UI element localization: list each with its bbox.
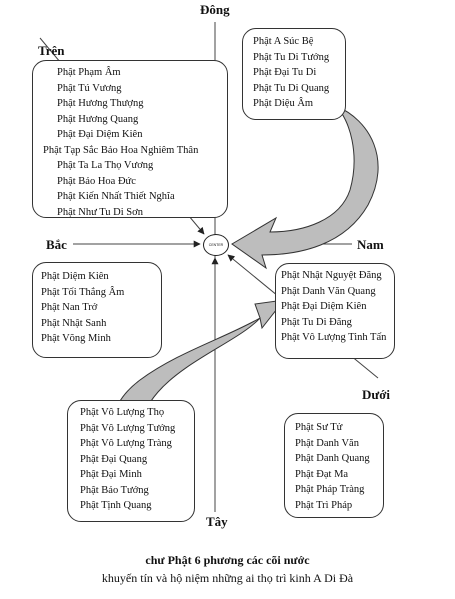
buddha-name-above: Phật Phạm Âm — [57, 67, 121, 78]
center-node: CENTER — [203, 234, 229, 256]
buddha-name-west: Phật Bảo Tướng — [80, 484, 149, 496]
center-label: CENTER — [208, 243, 224, 247]
buddha-name-above: Phật Như Tu Di Sơn — [57, 206, 143, 218]
direction-west: Tây — [206, 514, 228, 529]
buddha-name-west: Phật Vô Lượng Tướng — [80, 422, 176, 434]
buddha-name-east: Phật A Súc Bệ — [253, 36, 314, 47]
caption-title: chư Phật 6 phương các cõi nước — [145, 553, 310, 567]
direction-north: Bắc — [46, 237, 67, 252]
buddha-name-north: Phật Nan Trở — [41, 302, 98, 313]
buddha-name-south: Phật Danh Văn Quang — [281, 285, 376, 297]
buddha-name-above: Phật Tạp Sắc Bảo Hoa Nghiêm Thân — [43, 144, 199, 156]
curved-arrow-east — [231, 105, 379, 270]
buddha-name-west: Phật Đại Minh — [80, 469, 142, 480]
buddha-name-north: Phật Diệm Kiên — [41, 271, 109, 282]
buddha-name-north: Phật Nhật Sanh — [41, 317, 107, 329]
buddha-name-below: Phật Trì Pháp — [295, 499, 353, 511]
buddha-name-above: Phật Hương Thượng — [57, 98, 144, 109]
buddha-name-east: Phật Tu Di Quang — [253, 82, 330, 94]
buddha-name-south: Phật Vô Lượng Tinh Tấn — [281, 332, 387, 343]
buddha-name-below: Phật Danh Quang — [295, 453, 370, 464]
buddha-name-east: Phật Tu Di Tướng — [253, 51, 330, 63]
buddha-name-west: Phật Tịnh Quang — [80, 500, 152, 511]
buddha-name-above: Phật Kiến Nhất Thiết Nghĩa — [57, 191, 175, 202]
buddha-name-south: Phật Tu Di Đăng — [281, 316, 352, 328]
buddha-name-east: Phật Đại Tu Di — [253, 67, 317, 78]
buddha-name-north: Phật Võng Minh — [41, 333, 111, 344]
direction-above: Trên — [38, 43, 65, 58]
buddha-name-south: Phật Nhật Nguyệt Đăng — [281, 270, 382, 281]
buddha-name-above: Phật Ta La Thọ Vương — [57, 160, 154, 171]
buddha-name-west: Phật Vô Lượng Thọ — [80, 407, 165, 418]
buddha-name-south: Phật Đại Diệm Kiên — [281, 301, 367, 312]
buddha-name-below: Phật Sư Tử — [295, 422, 343, 433]
buddha-name-north: Phật Tối Thắng Âm — [41, 286, 125, 298]
buddha-name-above: Phật Đại Diệm Kiên — [57, 129, 143, 140]
buddha-name-below: Phật Pháp Tràng — [295, 484, 365, 495]
buddha-name-above: Phật Bảo Hoa Đức — [57, 175, 136, 187]
buddha-name-above: Phật Tú Vương — [57, 82, 122, 94]
buddha-name-below: Phật Danh Văn — [295, 437, 359, 449]
direction-south: Nam — [357, 237, 384, 252]
buddha-name-west: Phật Đại Quang — [80, 453, 148, 465]
direction-below: Dưới — [362, 387, 390, 402]
caption-subtitle: khuyến tín và hộ niệm những ai thọ trì k… — [101, 571, 354, 585]
direction-east: Đông — [200, 2, 230, 17]
buddha-name-east: Phật Diệu Âm — [253, 98, 314, 109]
buddha-name-above: Phật Hương Quang — [57, 113, 139, 125]
buddha-name-below: Phật Đạt Ma — [295, 468, 349, 480]
buddha-name-west: Phật Vô Lượng Tràng — [80, 438, 172, 449]
